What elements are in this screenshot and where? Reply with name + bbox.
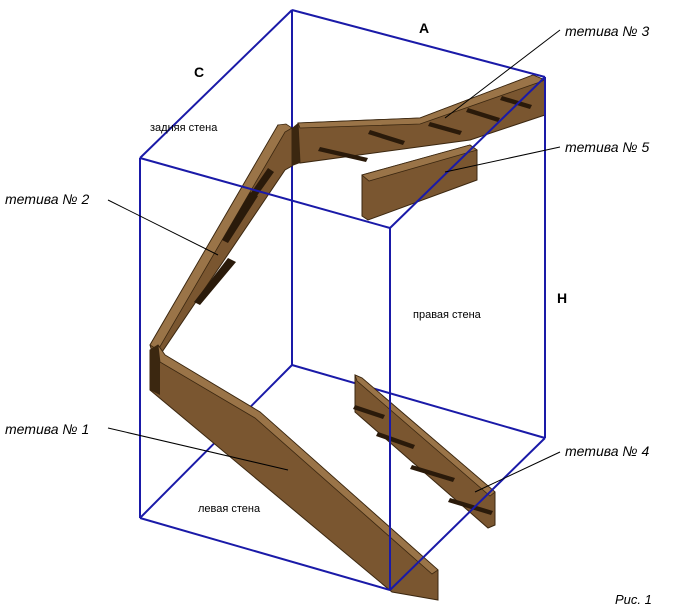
slot	[410, 465, 455, 482]
box-front-edges	[139, 9, 546, 591]
stringer-4	[353, 374, 496, 529]
stringer-1	[149, 344, 439, 601]
stringer-2-slots	[194, 168, 274, 305]
slot	[248, 168, 274, 200]
label-tetiva-2: тетива № 2	[5, 191, 89, 207]
box-edge-top-left	[139, 9, 293, 159]
stringer-3	[292, 74, 547, 166]
slot	[368, 130, 405, 145]
leader-lines	[107, 29, 561, 493]
label-tetiva-1: тетива № 1	[5, 421, 89, 437]
stringer-4-slots	[353, 405, 493, 515]
box-edge-top-right	[291, 9, 546, 78]
label-tetiva-5: тетива № 5	[565, 139, 649, 155]
leader-tetiva-4	[474, 451, 561, 493]
slot	[353, 405, 385, 419]
box-edge-bottom-front	[139, 517, 391, 591]
slot	[500, 96, 532, 109]
label-dimension-c: C	[194, 64, 204, 80]
stringer-3-end	[292, 123, 300, 166]
slot	[376, 432, 415, 449]
stringer-1-end	[150, 345, 160, 395]
stringer-2	[149, 123, 293, 356]
label-dimension-a: A	[419, 20, 429, 36]
stringer-1-top	[157, 344, 439, 575]
box-edge-bottom-right-front	[389, 437, 546, 591]
label-left-wall: левая стена	[198, 503, 261, 515]
leader-tetiva-1	[107, 427, 289, 471]
stringer-3-slots	[318, 96, 532, 162]
stringer-5	[361, 144, 478, 221]
stringer-2-top	[149, 123, 293, 351]
leader-tetiva-5	[444, 146, 561, 173]
label-back-wall: задняя стена	[150, 122, 218, 134]
label-dimension-h: H	[557, 290, 567, 306]
stringer-4-top	[354, 374, 496, 497]
stringer-5-body	[361, 144, 478, 221]
slot	[448, 498, 493, 515]
slot	[466, 108, 500, 122]
leader-tetiva-3	[444, 29, 561, 119]
slot	[194, 258, 236, 305]
slot	[222, 192, 258, 243]
label-tetiva-4: тетива № 4	[565, 443, 649, 459]
stringer-5-top	[361, 144, 478, 182]
box-edge-bottom-right-back	[291, 364, 546, 439]
box-edge-top-right-front	[389, 76, 546, 229]
label-right-wall: правая стена	[413, 309, 482, 321]
slot	[428, 122, 462, 135]
label-tetiva-3: тетива № 3	[565, 23, 649, 39]
slot	[318, 147, 368, 162]
figure-caption: Рис. 1	[615, 592, 652, 607]
box-edge-top-front	[139, 157, 391, 229]
leader-tetiva-2	[107, 199, 219, 256]
stringer-3-top	[297, 74, 547, 129]
